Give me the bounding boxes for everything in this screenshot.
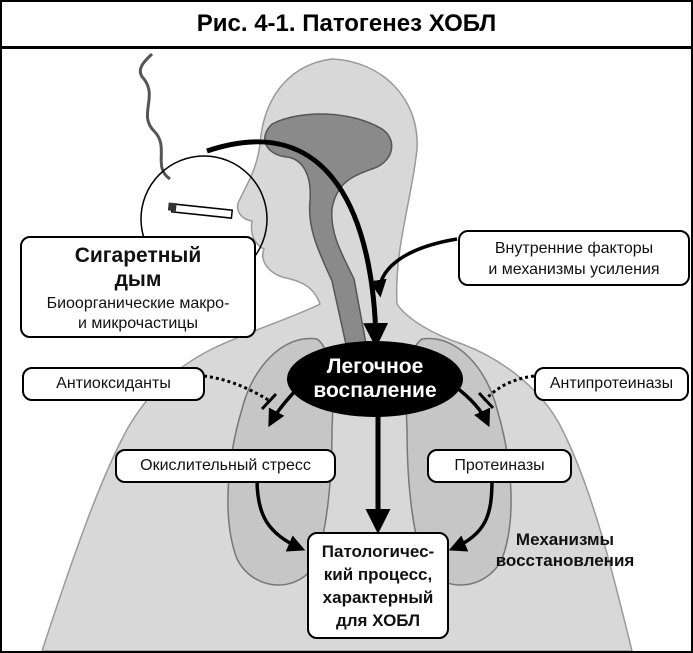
cigarette-smoke-box: Сигаретный дым Биоорганические макро- и … — [20, 236, 256, 338]
proteinases-box: Протеиназы — [427, 449, 572, 483]
pathology-box: Патологичес- кий процесс, характерный дл… — [307, 532, 449, 639]
internal-line1: Внутренние факторы — [460, 238, 688, 259]
inflammation-line2: воспаление — [287, 379, 463, 403]
antioxidants-label: Антиоксиданты — [56, 375, 171, 392]
internal-line2: и механизмы усиления — [460, 259, 688, 280]
antiproteinases-box: Антипротеиназы — [534, 367, 689, 401]
smoke-title-line2: дым — [22, 268, 254, 292]
pathology-line3: характерный — [309, 586, 447, 609]
cigarette-icon — [168, 202, 232, 218]
inflammation-label: Легочное воспаление — [287, 355, 463, 403]
antioxidants-box: Антиоксиданты — [22, 367, 205, 401]
oxidative-stress-box: Окислительный стресс — [115, 449, 336, 483]
smoke-icon — [140, 54, 170, 179]
inflammation-line1: Легочное — [287, 355, 463, 379]
internal-factors-box: Внутренние факторы и механизмы усиления — [458, 230, 690, 286]
repair-line1: Механизмы — [490, 529, 640, 550]
smoke-title-line1: Сигаретный — [22, 244, 254, 268]
antiproteinases-label: Антипротеиназы — [550, 375, 673, 392]
oxidative-stress-label: Окислительный стресс — [140, 457, 311, 474]
figure-title-bar: Рис. 4-1. Патогенез ХОБЛ — [2, 2, 691, 49]
pathology-line2: кий процесс, — [309, 563, 447, 586]
pathology-line4: для ХОБЛ — [309, 609, 447, 632]
figure-title: Рис. 4-1. Патогенез ХОБЛ — [197, 10, 497, 38]
smoke-sub-line2: и микрочастицы — [22, 314, 254, 334]
proteinases-label: Протеиназы — [454, 457, 544, 474]
repair-mechanisms-label: Механизмы восстановления — [490, 529, 640, 571]
smoke-sub-line1: Биоорганические макро- — [22, 294, 254, 314]
diagram-scene: Сигаретный дым Биоорганические макро- и … — [2, 49, 691, 651]
pathology-line1: Патологичес- — [309, 540, 447, 563]
repair-line2: восстановления — [490, 550, 640, 571]
